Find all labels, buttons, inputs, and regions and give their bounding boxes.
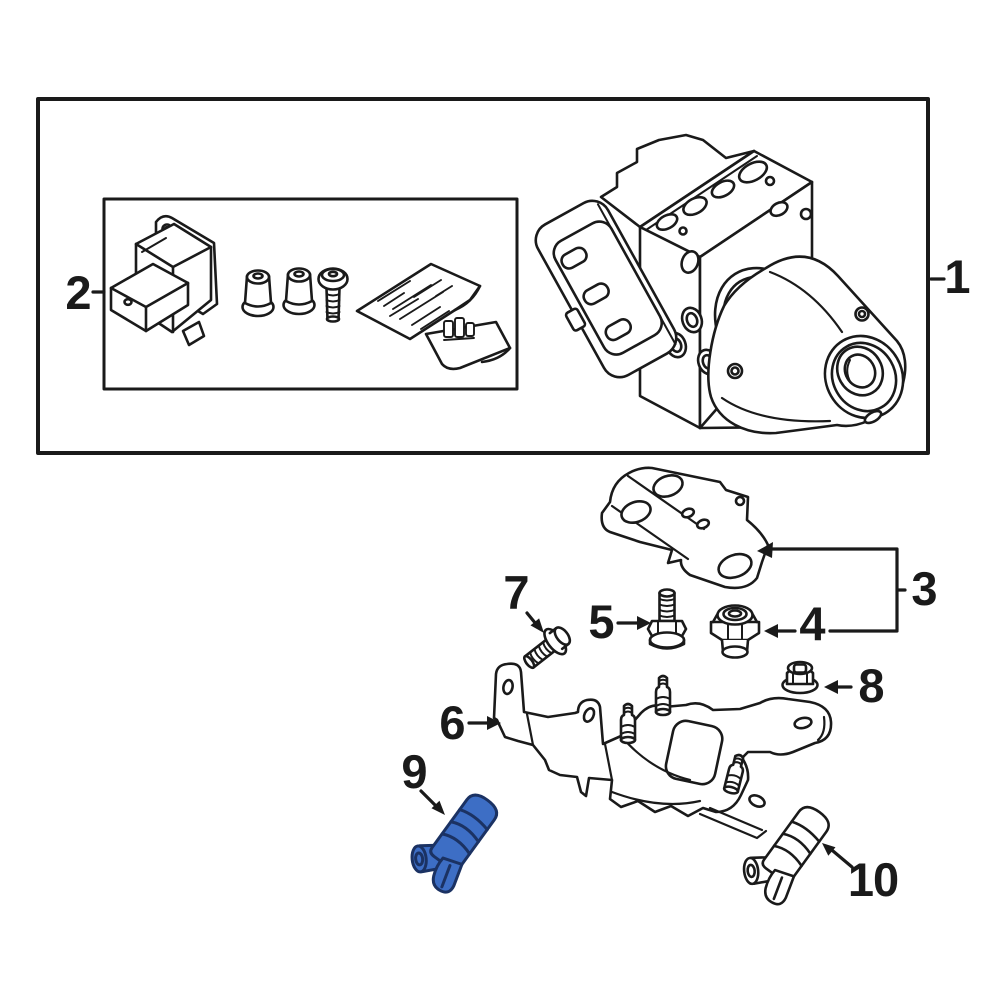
ecu-connector xyxy=(534,199,678,379)
bracket-stud xyxy=(654,674,672,717)
lower-bracket-drawing[interactable] xyxy=(492,662,833,840)
callout-label-1[interactable]: 1 xyxy=(944,250,970,303)
mount-bolt-drawing[interactable] xyxy=(646,588,688,650)
damper-drawing[interactable] xyxy=(731,792,838,909)
kit-screw-drawing[interactable] xyxy=(317,267,349,323)
flange-bolt-drawing[interactable] xyxy=(518,621,576,676)
kit-grommet-drawing[interactable] xyxy=(241,269,275,318)
adapter-bushing-drawing[interactable] xyxy=(709,604,761,659)
flange-nut-drawing[interactable] xyxy=(781,660,819,695)
top-ports xyxy=(655,160,789,236)
leader-9 xyxy=(419,789,438,808)
callout-label-3[interactable]: 3 xyxy=(911,562,937,615)
bracket-stud xyxy=(619,702,637,745)
callout-label-6[interactable]: 6 xyxy=(439,696,465,749)
abs-modulator-drawing[interactable] xyxy=(522,133,918,435)
callout-label-7[interactable]: 7 xyxy=(503,566,529,619)
instruction-text-lines xyxy=(377,279,453,330)
callout-label-9[interactable]: 9 xyxy=(401,745,427,798)
pump-motor xyxy=(707,255,907,435)
kit-control-module-drawing[interactable] xyxy=(109,214,219,347)
damper-highlighted-drawing[interactable] xyxy=(399,780,506,897)
leader-10 xyxy=(831,849,854,869)
leader-3 xyxy=(769,547,907,633)
bracket-stud xyxy=(722,753,745,795)
callout-label-4[interactable]: 4 xyxy=(799,597,825,650)
callout-label-8[interactable]: 8 xyxy=(858,659,884,712)
callout-label-5[interactable]: 5 xyxy=(588,595,614,648)
upper-bracket-drawing[interactable] xyxy=(600,466,770,590)
callout-label-2[interactable]: 2 xyxy=(65,266,91,319)
callout-arrowheads xyxy=(431,542,838,856)
callout-label-10[interactable]: 10 xyxy=(847,853,899,906)
kit-instructions-drawing[interactable] xyxy=(355,262,512,371)
connector-sketch xyxy=(443,317,475,341)
kit-grommet-drawing[interactable] xyxy=(282,267,316,316)
